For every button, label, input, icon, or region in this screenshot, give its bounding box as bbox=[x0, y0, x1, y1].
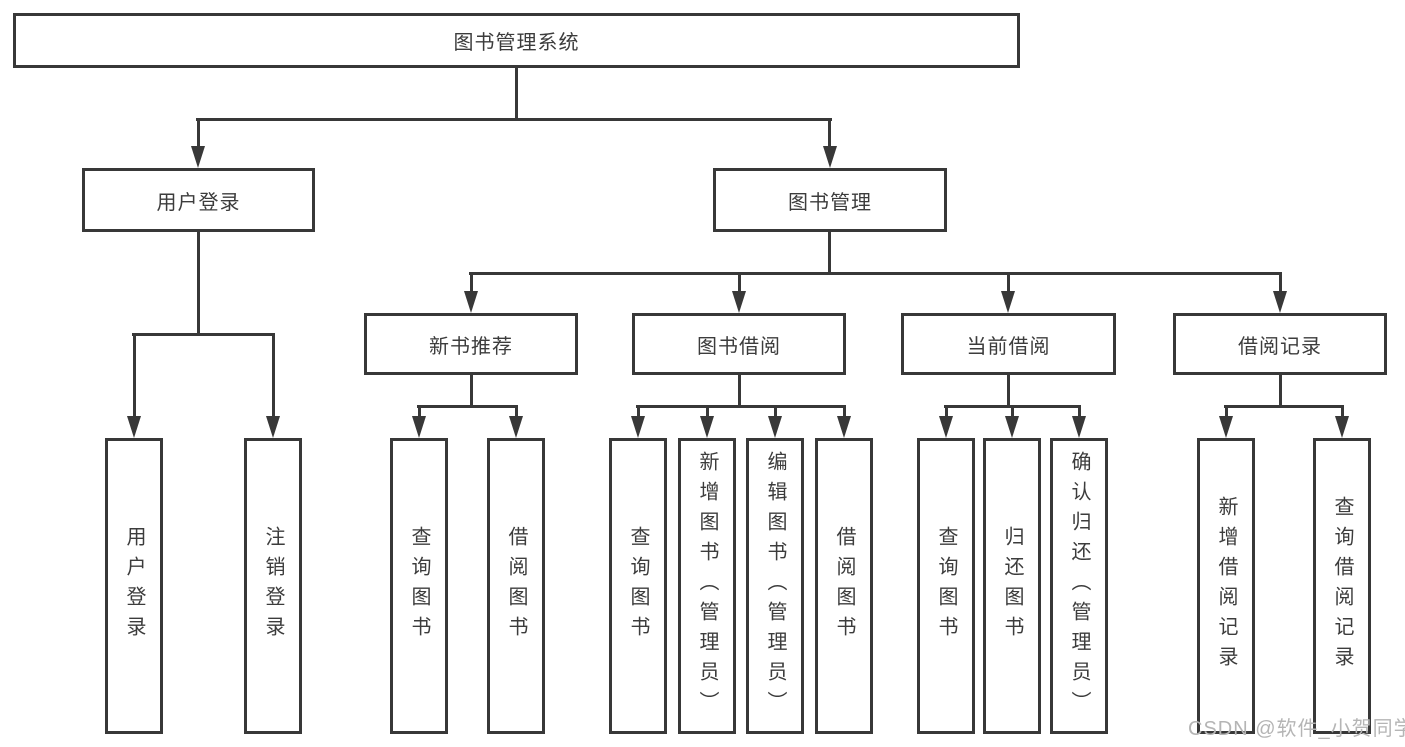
node-book-management: 图书管理 bbox=[713, 168, 947, 232]
connector-new-book-rail bbox=[417, 405, 518, 408]
arrowhead-leaf-login bbox=[127, 416, 141, 438]
leaf-node-return-books: 归还图书 bbox=[983, 438, 1041, 734]
connector-book-borrow-stem bbox=[738, 375, 741, 405]
csdn-watermark: CSDN @软件_小贺同学 bbox=[1188, 718, 1405, 740]
leaf-label: 用户登录 bbox=[123, 526, 145, 646]
connector-drop bbox=[706, 405, 709, 418]
leaf-label: 借阅图书 bbox=[833, 526, 855, 646]
node-book-borrow-label: 图书借阅 bbox=[697, 335, 781, 358]
arrowhead-leaf-logout bbox=[266, 416, 280, 438]
connector-drop bbox=[637, 405, 640, 418]
node-new-book-recommend: 新书推荐 bbox=[364, 313, 578, 375]
connector-drop bbox=[774, 405, 777, 418]
leaf-node-query-borrow-record: 查询借阅记录 bbox=[1313, 438, 1371, 734]
node-current-borrow-label: 当前借阅 bbox=[966, 335, 1051, 358]
arrowhead-current-borrow bbox=[1001, 291, 1015, 313]
arrowhead bbox=[768, 416, 782, 438]
arrowhead-new-book bbox=[464, 291, 478, 313]
leaf-label: 新增图书（管理员） bbox=[696, 451, 718, 721]
node-book-borrow: 图书借阅 bbox=[632, 313, 846, 375]
connector-book-management-rail bbox=[469, 272, 1281, 275]
connector-user-login-stem bbox=[197, 232, 200, 333]
arrowhead bbox=[1219, 416, 1233, 438]
leaf-node-confirm-return-admin: 确认归还（管理员） bbox=[1050, 438, 1108, 734]
leaf-node-add-books-admin: 新增图书（管理员） bbox=[678, 438, 736, 734]
arrowhead bbox=[412, 416, 426, 438]
arrowhead-book-management bbox=[823, 146, 837, 168]
leaf-label: 归还图书 bbox=[1001, 526, 1023, 646]
connector-current-borrow-stem bbox=[1007, 375, 1010, 405]
root-node-label: 图书管理系统 bbox=[453, 32, 580, 54]
connector-drop bbox=[1225, 405, 1228, 418]
arrowhead bbox=[837, 416, 851, 438]
connector-drop-book-borrow bbox=[738, 272, 741, 294]
connector-root-rail bbox=[196, 118, 832, 121]
connector-drop bbox=[843, 405, 846, 418]
leaf-node-user-login: 用户登录 bbox=[105, 438, 163, 734]
connector-drop bbox=[945, 405, 948, 418]
root-node-library-management-system: 图书管理系统 bbox=[13, 13, 1020, 68]
connector-root-stem bbox=[515, 68, 518, 118]
connector-drop-current-borrow bbox=[1007, 272, 1010, 294]
connector-drop bbox=[1011, 405, 1014, 418]
arrowhead bbox=[939, 416, 953, 438]
connector-drop bbox=[1078, 405, 1081, 418]
leaf-node-logout: 注销登录 bbox=[244, 438, 302, 734]
arrowhead-borrow-records bbox=[1273, 291, 1287, 313]
leaf-node-query-books: 查询图书 bbox=[390, 438, 448, 734]
node-new-book-recommend-label: 新书推荐 bbox=[429, 335, 513, 358]
leaf-label: 确认归还（管理员） bbox=[1068, 451, 1090, 721]
leaf-label: 查询图书 bbox=[935, 526, 957, 646]
leaf-label: 编辑图书（管理员） bbox=[764, 451, 786, 721]
connector-book-borrow-rail bbox=[636, 405, 846, 408]
connector-book-management-stem bbox=[828, 232, 831, 272]
connector-drop-borrow-records bbox=[1279, 272, 1282, 294]
arrowhead-book-borrow bbox=[732, 291, 746, 313]
node-borrow-records: 借阅记录 bbox=[1173, 313, 1387, 375]
arrowhead bbox=[1005, 416, 1019, 438]
leaf-node-query-books: 查询图书 bbox=[609, 438, 667, 734]
connector-drop-new-book bbox=[470, 272, 473, 294]
arrowhead bbox=[631, 416, 645, 438]
arrowhead bbox=[509, 416, 523, 438]
connector-borrow-records-stem bbox=[1279, 375, 1282, 405]
leaf-label: 查询图书 bbox=[627, 526, 649, 646]
arrowhead bbox=[700, 416, 714, 438]
connector-drop-user-login bbox=[197, 118, 200, 148]
leaf-node-borrow-books: 借阅图书 bbox=[487, 438, 545, 734]
leaf-label: 新增借阅记录 bbox=[1215, 496, 1237, 676]
leaf-label: 查询图书 bbox=[408, 526, 430, 646]
node-current-borrow: 当前借阅 bbox=[901, 313, 1116, 375]
arrowhead-user-login bbox=[191, 146, 205, 168]
node-user-login: 用户登录 bbox=[82, 168, 315, 232]
arrowhead bbox=[1072, 416, 1086, 438]
leaf-node-edit-books-admin: 编辑图书（管理员） bbox=[746, 438, 804, 734]
connector-user-login-rail bbox=[132, 333, 274, 336]
connector-new-book-stem bbox=[470, 375, 473, 405]
leaf-label: 注销登录 bbox=[262, 526, 284, 646]
connector-drop-leaf-login bbox=[133, 333, 136, 418]
leaf-node-query-books: 查询图书 bbox=[917, 438, 975, 734]
leaf-node-add-borrow-record: 新增借阅记录 bbox=[1197, 438, 1255, 734]
leaf-node-borrow-books: 借阅图书 bbox=[815, 438, 873, 734]
leaf-label: 查询借阅记录 bbox=[1331, 496, 1353, 676]
node-book-management-label: 图书管理 bbox=[788, 191, 872, 214]
node-user-login-label: 用户登录 bbox=[156, 191, 241, 214]
leaf-label: 借阅图书 bbox=[505, 526, 527, 646]
connector-drop bbox=[515, 405, 518, 418]
connector-drop-book-management bbox=[828, 118, 831, 148]
connector-drop bbox=[1341, 405, 1344, 418]
node-borrow-records-label: 借阅记录 bbox=[1238, 335, 1322, 358]
connector-drop-leaf-logout bbox=[272, 333, 275, 418]
arrowhead bbox=[1335, 416, 1349, 438]
connector-drop bbox=[418, 405, 421, 418]
connector-borrow-records-rail bbox=[1224, 405, 1344, 408]
